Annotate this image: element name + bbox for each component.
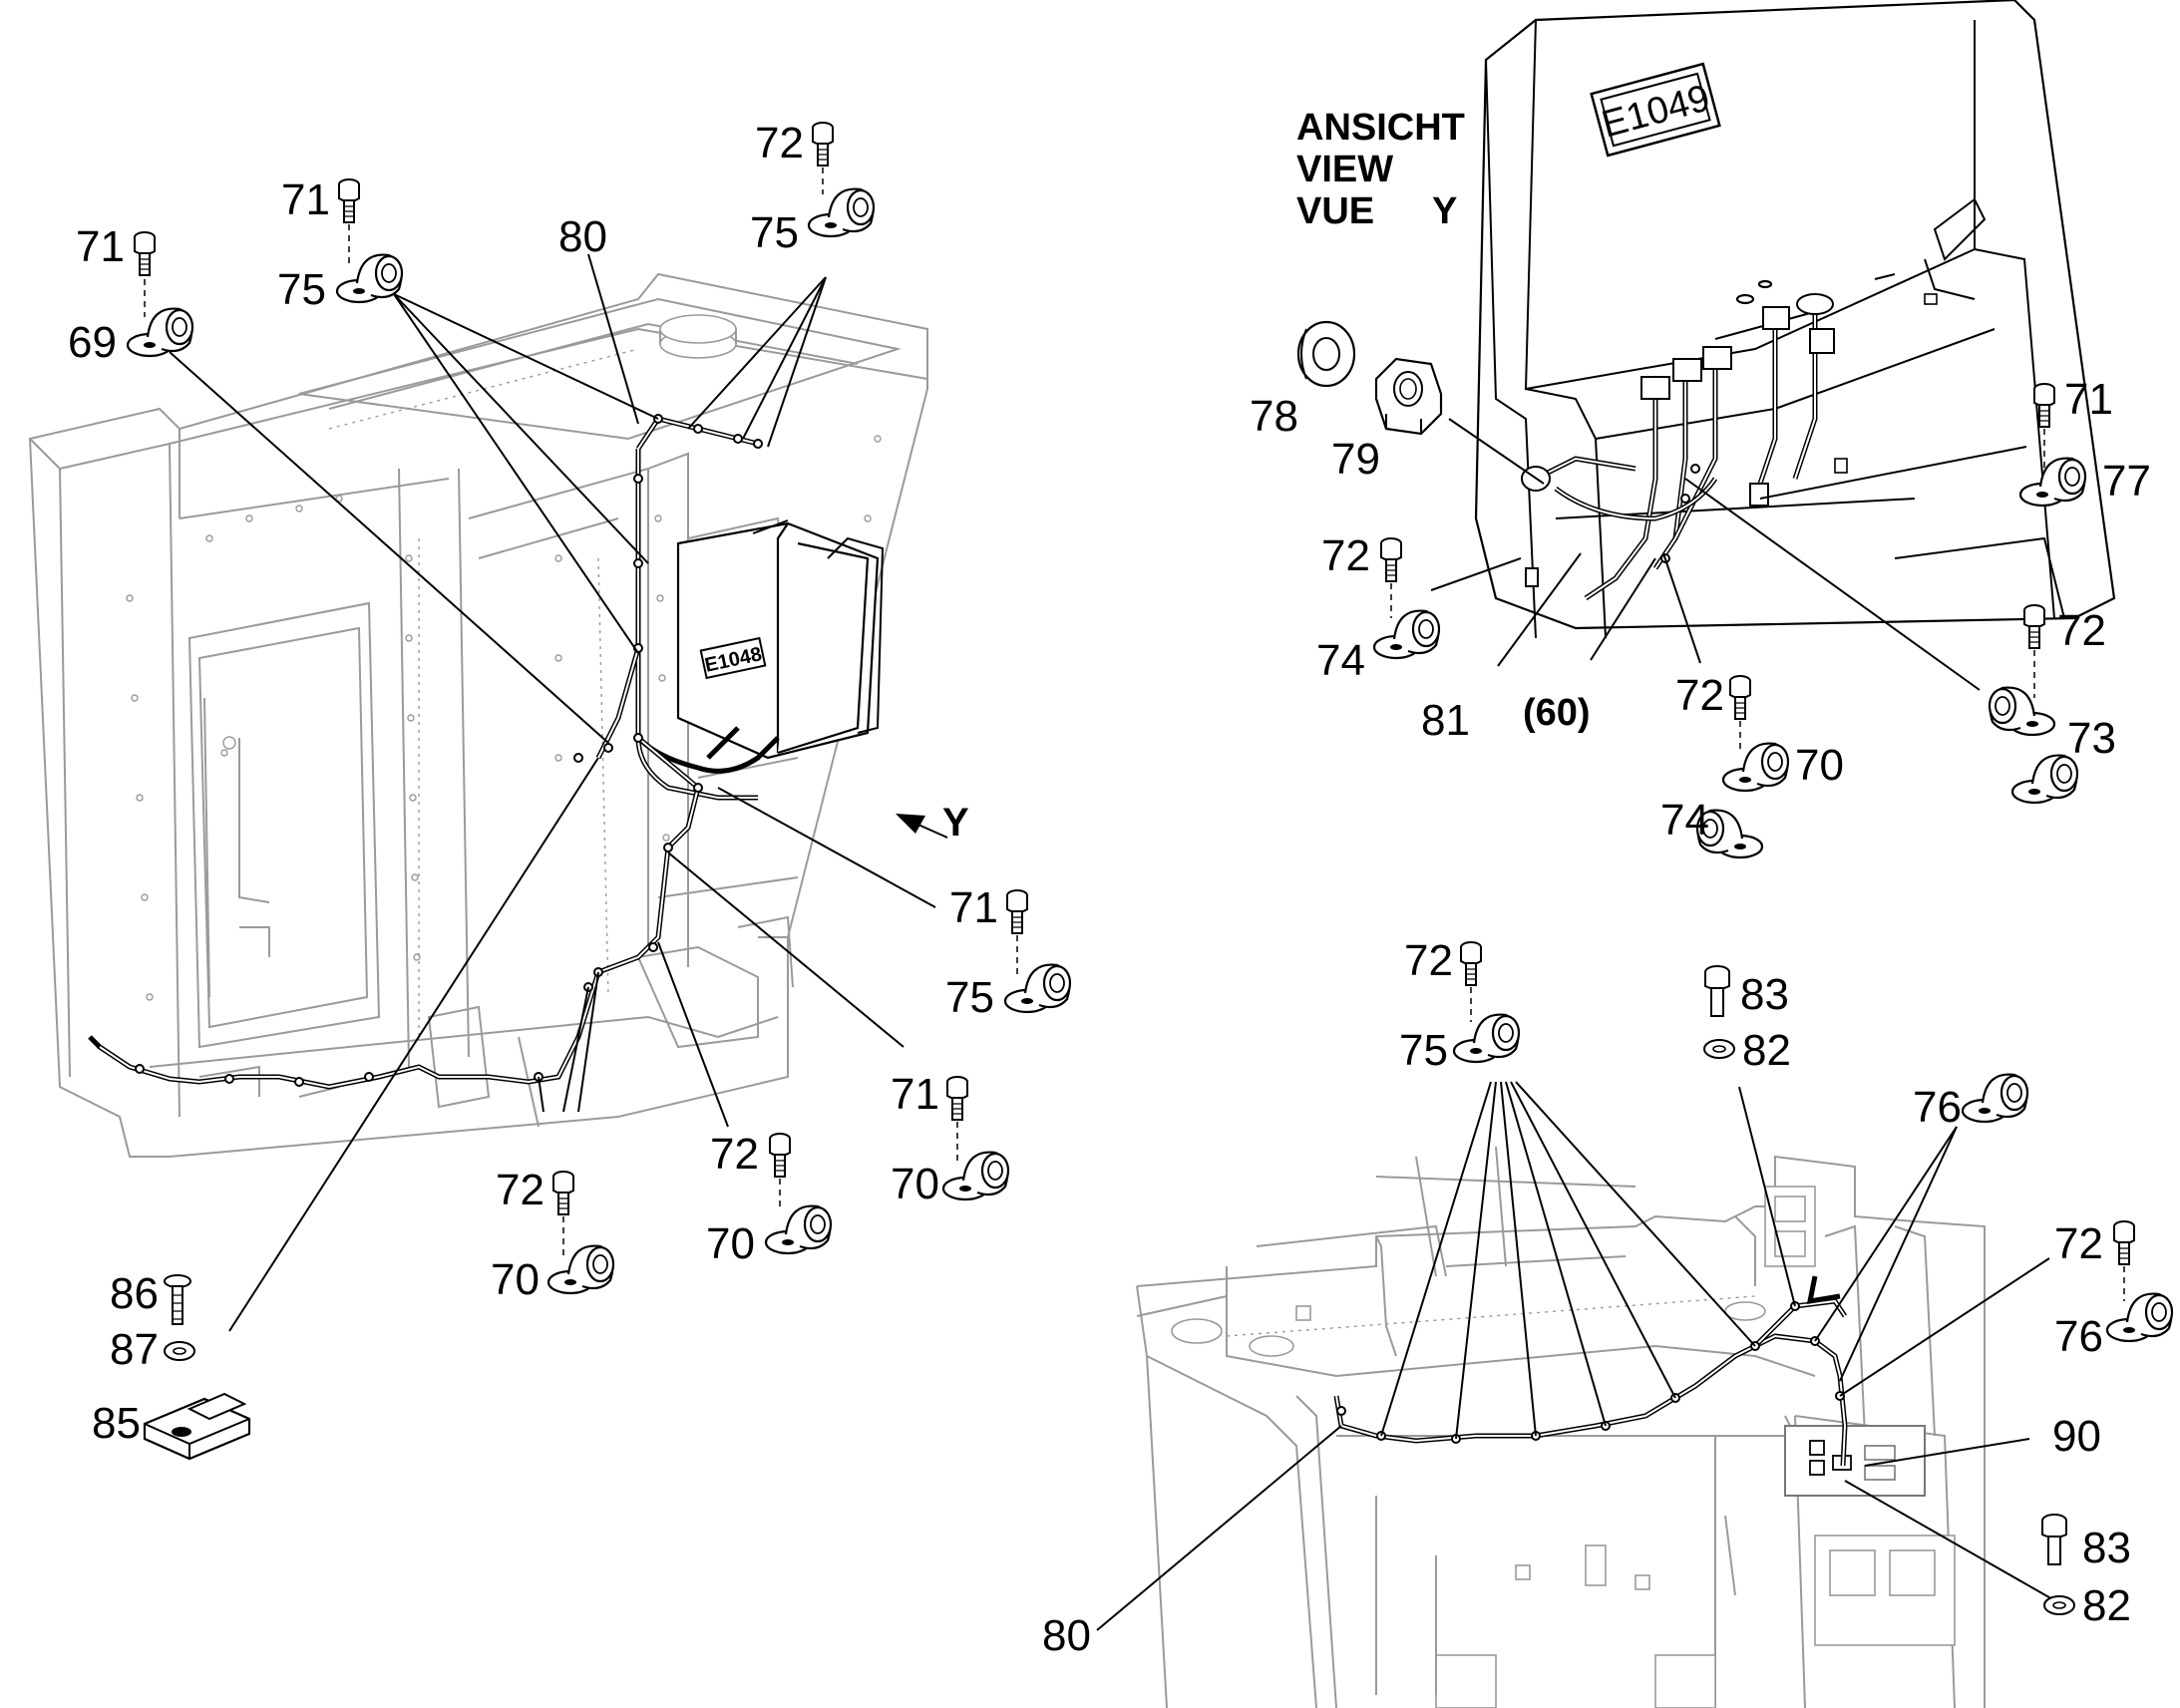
callout-76: 76 xyxy=(2054,1312,2103,1361)
view-y-drawing: E1049 xyxy=(1474,0,2116,639)
callout-72: 72 xyxy=(2057,606,2106,655)
callout-90: 90 xyxy=(2052,1412,2101,1461)
callout-87: 87 xyxy=(110,1325,159,1374)
callout-80: 80 xyxy=(1042,1611,1091,1660)
callout-77: 77 xyxy=(2102,457,2151,506)
callout-74: 74 xyxy=(1316,636,1365,685)
bottom-right-drawing xyxy=(1136,1146,1986,1708)
bottom-right-leader-lines xyxy=(1096,1081,2055,1631)
view-heading-line1: ANSICHT xyxy=(1296,107,1465,149)
callout-71: 71 xyxy=(891,1070,939,1119)
left-leader-lines xyxy=(169,253,948,1332)
callout-72: 72 xyxy=(710,1130,759,1179)
callout-71: 71 xyxy=(76,222,125,271)
callout-74: 74 xyxy=(1660,796,1709,845)
callout-83: 83 xyxy=(2082,1524,2131,1572)
view-y-hardware xyxy=(1296,320,2087,859)
view-arrow-label: Y xyxy=(942,801,969,845)
callout-83: 83 xyxy=(1740,970,1789,1019)
callout-75: 75 xyxy=(1399,1026,1448,1075)
callout-78: 78 xyxy=(1250,392,1298,441)
callout-73: 73 xyxy=(2067,714,2116,763)
callout-72: 72 xyxy=(2054,1219,2103,1268)
view-heading: ANSICHT VIEW VUE Y xyxy=(1296,107,1465,232)
view-heading-line3: VUE xyxy=(1296,190,1374,232)
callout-86: 86 xyxy=(110,1269,159,1318)
callout-70: 70 xyxy=(706,1219,755,1268)
callout-85: 85 xyxy=(92,1399,141,1448)
bottom-right-callouts: 72 75 83 82 76 72 76 90 80 83 82 xyxy=(1042,936,2131,1660)
callout-71: 71 xyxy=(949,883,998,932)
callout-79: 79 xyxy=(1331,435,1380,484)
callout-80: 80 xyxy=(558,212,607,261)
callout-81: 81 xyxy=(1421,696,1470,745)
callout-75: 75 xyxy=(750,208,799,257)
view-y-callouts: 78 79 71 77 72 74 81 (60) 72 72 73 70 74 xyxy=(1250,375,2151,845)
callout-82: 82 xyxy=(2082,1581,2131,1630)
view-heading-letter: Y xyxy=(1432,190,1457,232)
bottom-harness xyxy=(1333,1275,1848,1467)
callout-69: 69 xyxy=(68,318,117,367)
callout-72: 72 xyxy=(755,119,804,168)
ecu-box-e1048: E1048 xyxy=(676,519,885,760)
callout-76: 76 xyxy=(1913,1083,1962,1132)
callout-72: 72 xyxy=(1404,936,1453,985)
view-y-leader-lines xyxy=(1430,418,2027,691)
callout-82: 82 xyxy=(1742,1026,1791,1075)
left-hardware xyxy=(126,122,1072,1461)
callout-71: 71 xyxy=(2064,375,2113,424)
callout-70: 70 xyxy=(891,1160,939,1208)
callout-75: 75 xyxy=(945,973,994,1022)
left-callouts: 71 69 71 75 80 72 75 71 75 71 70 72 70 7… xyxy=(68,119,998,1448)
left-frame-drawing: E1048 xyxy=(28,272,928,1158)
callout-72: 72 xyxy=(496,1166,545,1214)
bottom-right-hardware xyxy=(1452,941,2174,1615)
callout-70: 70 xyxy=(491,1255,540,1304)
left-harness xyxy=(88,414,780,1090)
view-heading-line2: VIEW xyxy=(1296,149,1393,190)
callout-72: 72 xyxy=(1675,671,1724,720)
callout-60: (60) xyxy=(1523,692,1591,734)
callout-71: 71 xyxy=(281,175,330,224)
callout-75: 75 xyxy=(277,265,326,314)
callout-72: 72 xyxy=(1321,531,1370,580)
callout-70: 70 xyxy=(1795,741,1844,790)
